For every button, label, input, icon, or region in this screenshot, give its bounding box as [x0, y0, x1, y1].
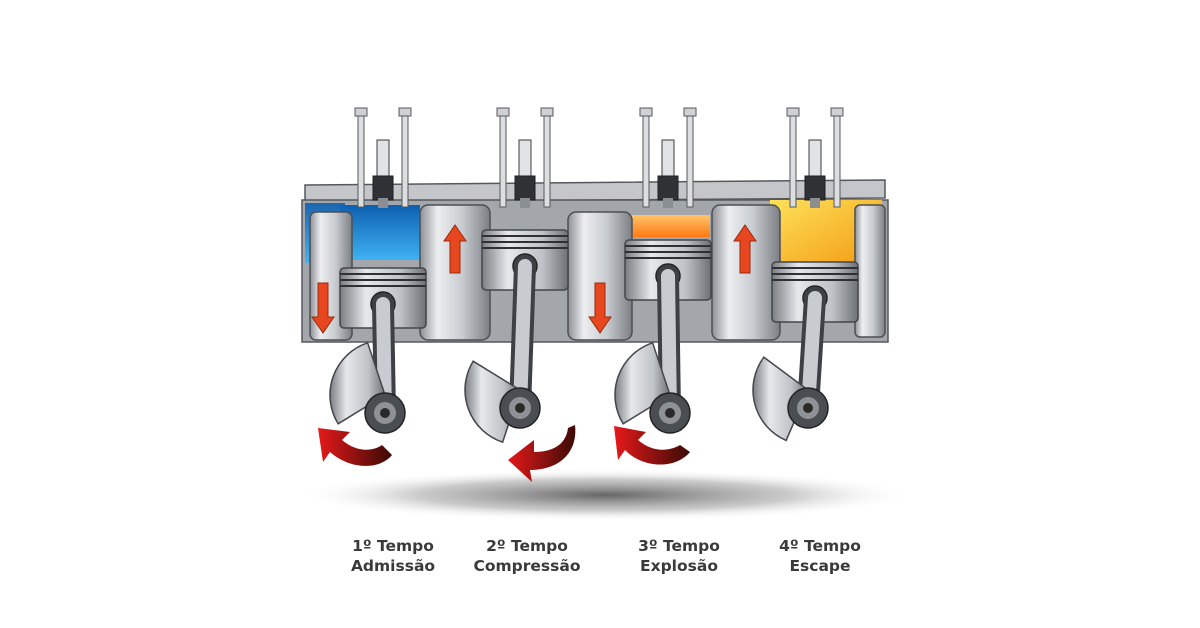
stroke-title: 1º Tempo: [352, 537, 434, 555]
cylinder-assembly-2: [464, 107, 569, 444]
stroke-name: Explosão: [640, 557, 718, 575]
cylinder-sleeve: [854, 204, 886, 338]
cylinder-assembly-3: [614, 107, 712, 434]
arrow-up-icon: [733, 224, 757, 274]
valve-stem: [401, 111, 409, 208]
motion-arrows-group: [311, 224, 757, 334]
chamber-intake-mixture: [340, 205, 420, 260]
cylinder-assembly-4: [752, 107, 859, 442]
valve-tip: [354, 107, 368, 117]
valve-tip: [639, 107, 653, 117]
stroke-title: 2º Tempo: [486, 537, 568, 555]
rotation-arrow-icon: [318, 428, 392, 466]
chamber-explosion-flame: [630, 215, 710, 237]
arrow-down-icon: [588, 282, 612, 334]
spark-plug-icon: [804, 139, 826, 208]
spark-plug-icon: [514, 139, 536, 208]
stroke-title: 3º Tempo: [638, 537, 720, 555]
stroke-label-1: 1º Tempo Admissão: [318, 536, 468, 576]
stroke-name: Escape: [789, 557, 851, 575]
crank-rotation-arrows: [318, 425, 690, 482]
floor-shadow: [295, 469, 915, 521]
spark-plug-icon: [657, 139, 679, 208]
crank-counterweight: [614, 341, 671, 425]
pistons-group: [329, 107, 859, 444]
stroke-label-2: 2º Tempo Compressão: [452, 536, 602, 576]
stroke-title: 4º Tempo: [779, 537, 861, 555]
cylinder-assembly-1: [329, 107, 427, 434]
valve-stem: [357, 111, 365, 208]
arrow-up-icon: [443, 224, 467, 274]
crank-counterweight: [329, 341, 386, 425]
valve-stem: [642, 111, 650, 208]
valve-stem: [789, 111, 797, 208]
valve-stem: [543, 111, 551, 208]
valve-stem: [833, 111, 841, 208]
valve-tip: [398, 107, 412, 117]
arrow-down-icon: [311, 282, 335, 334]
stroke-name: Compressão: [473, 557, 581, 575]
valve-tip: [496, 107, 510, 117]
stroke-label-4: 4º Tempo Escape: [745, 536, 895, 576]
valve-stem: [686, 111, 694, 208]
spark-plug-icon: [372, 139, 394, 208]
stroke-label-3: 3º Tempo Explosão: [604, 536, 754, 576]
valve-tip: [540, 107, 554, 117]
valve-tip: [830, 107, 844, 117]
valve-tip: [786, 107, 800, 117]
rotation-arrow-icon: [614, 426, 690, 465]
valve-tip: [683, 107, 697, 117]
stroke-name: Admissão: [350, 557, 436, 575]
valve-stem: [499, 111, 507, 208]
rotation-arrow-icon: [508, 425, 576, 482]
